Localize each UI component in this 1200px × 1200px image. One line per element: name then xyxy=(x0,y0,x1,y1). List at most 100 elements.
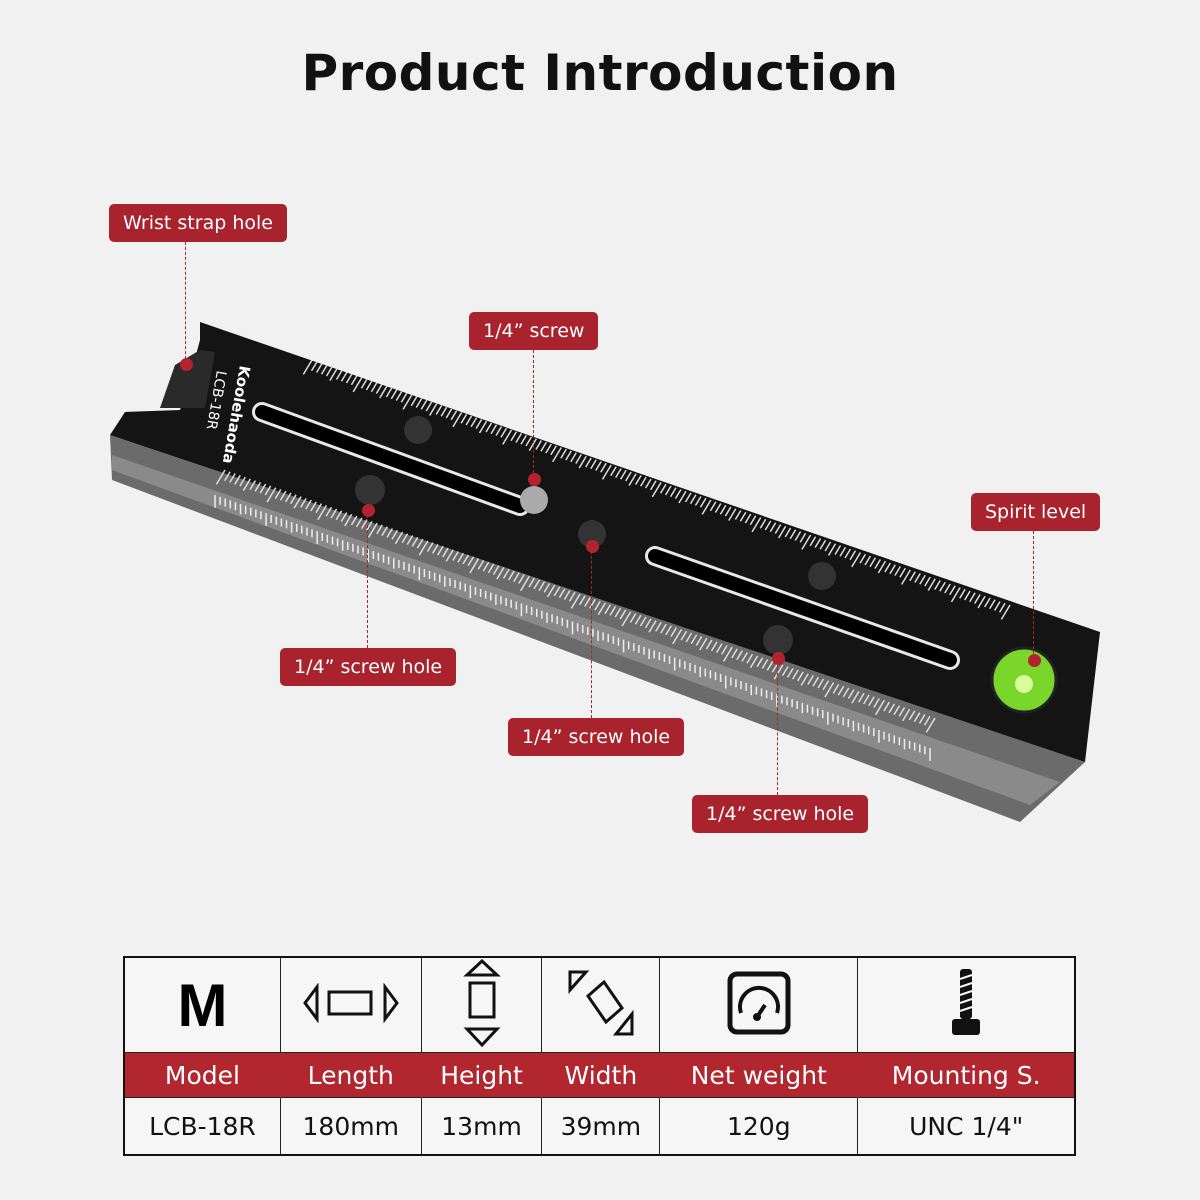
ruler-tick xyxy=(310,361,318,372)
ruler-tick xyxy=(239,476,246,487)
ruler-tick xyxy=(601,464,612,480)
ruler-tick xyxy=(490,424,498,435)
ruler-tick xyxy=(520,434,528,445)
ruler-tick xyxy=(500,427,508,438)
callout-screw-hole-1: 1/4” screw hole xyxy=(280,648,457,686)
ruler-tick xyxy=(774,524,782,534)
ruler-tick xyxy=(520,575,530,592)
ruler-tick xyxy=(964,590,971,601)
ruler-tick xyxy=(644,618,652,629)
ruler-tick xyxy=(552,447,562,463)
height-icon xyxy=(462,958,501,1048)
screw-hole xyxy=(404,416,432,444)
ruler-tick xyxy=(460,413,468,424)
ruler-tick xyxy=(705,639,713,650)
ruler-tick xyxy=(918,714,926,724)
ruler-tick xyxy=(360,519,368,529)
ruler-tick xyxy=(302,359,313,375)
ruler-tick xyxy=(781,666,789,677)
ruler-tick xyxy=(550,445,557,456)
ruler-tick xyxy=(883,701,891,712)
ruler-tick xyxy=(674,489,682,499)
ruler-tick xyxy=(445,549,454,562)
ruler-tick xyxy=(749,515,757,526)
wrist-strap-slot xyxy=(160,350,215,408)
ruler-tick xyxy=(335,510,343,521)
ruler-tick xyxy=(701,499,712,515)
ruler-tick xyxy=(365,380,373,391)
spec-label: Net weight xyxy=(659,1052,859,1098)
ruler-tick xyxy=(462,554,470,565)
ruler-tick xyxy=(477,559,485,570)
ruler-tick xyxy=(919,574,926,585)
ruler-tick xyxy=(600,462,607,473)
ruler-tick xyxy=(579,595,586,606)
ruler-tick xyxy=(759,518,767,529)
ruler-tick xyxy=(535,440,542,450)
width-icon xyxy=(568,970,634,1036)
ruler-tick xyxy=(988,599,996,610)
ruler-tick xyxy=(415,398,423,408)
ruler-tick xyxy=(426,542,434,553)
ruler-tick xyxy=(629,613,637,623)
ruler-tick xyxy=(540,441,547,452)
ruler-tick xyxy=(792,669,799,680)
ruler-ticks-side xyxy=(214,495,931,761)
ruler-tick xyxy=(875,699,885,716)
ruler-tick xyxy=(590,459,597,470)
ruler-tick xyxy=(724,506,732,517)
ruler-tick xyxy=(908,710,916,721)
ruler-tick xyxy=(695,636,703,646)
ruler-tick xyxy=(259,483,267,494)
ruler-tick xyxy=(877,560,887,574)
ruler-tick xyxy=(350,515,358,526)
ruler-tick xyxy=(807,675,814,685)
ruler-tick xyxy=(859,553,867,564)
ruler-tick xyxy=(822,680,830,691)
ruler-tick xyxy=(390,389,398,400)
ruler-tick xyxy=(849,550,857,561)
ruler-tick xyxy=(950,587,961,603)
ruler-tick xyxy=(406,535,414,545)
ruler-tick xyxy=(784,527,792,538)
ruler-tick xyxy=(884,562,891,573)
ruler-tick xyxy=(440,406,448,417)
callout-spirit-level: Spirit level xyxy=(971,493,1101,531)
ruler-tick xyxy=(809,536,817,547)
ruler-tick xyxy=(974,594,981,604)
ruler-tick xyxy=(315,503,323,514)
ruler-tick xyxy=(842,687,850,698)
ruler-tick xyxy=(824,541,832,552)
ruler-tick xyxy=(789,529,797,540)
ruler-tick xyxy=(648,620,657,633)
screw-hole xyxy=(355,475,385,505)
spec-value: 39mm xyxy=(541,1097,661,1156)
ruler-tick xyxy=(568,591,576,602)
ruler-tick xyxy=(264,485,272,496)
ruler-tick xyxy=(761,659,769,669)
ruler-tick xyxy=(546,584,556,598)
ruler-tick xyxy=(513,572,520,583)
ruler-tick xyxy=(690,634,698,645)
ruler-tick xyxy=(428,403,438,416)
ruler-tick xyxy=(869,557,877,568)
plate-top xyxy=(110,322,1100,762)
ruler-tick xyxy=(340,512,348,522)
ruler-tick xyxy=(699,497,707,508)
ruler-tick xyxy=(452,412,463,428)
ruler-tick xyxy=(570,593,581,609)
ruler-tick xyxy=(649,480,657,491)
ruler-tick xyxy=(411,536,419,547)
ruler-tick xyxy=(639,616,647,627)
ruler-tick xyxy=(939,581,946,592)
ruler-tick xyxy=(857,692,865,703)
ruler-tick xyxy=(888,703,896,714)
spec-icon-cell xyxy=(541,956,661,1053)
ruler-tick xyxy=(659,483,667,494)
ruler-tick xyxy=(502,568,510,579)
ruler-tick xyxy=(847,689,855,700)
ruler-tick xyxy=(873,698,880,708)
ruler-tick xyxy=(819,539,827,550)
callout-line xyxy=(367,510,368,648)
ruler-tick xyxy=(751,517,762,533)
